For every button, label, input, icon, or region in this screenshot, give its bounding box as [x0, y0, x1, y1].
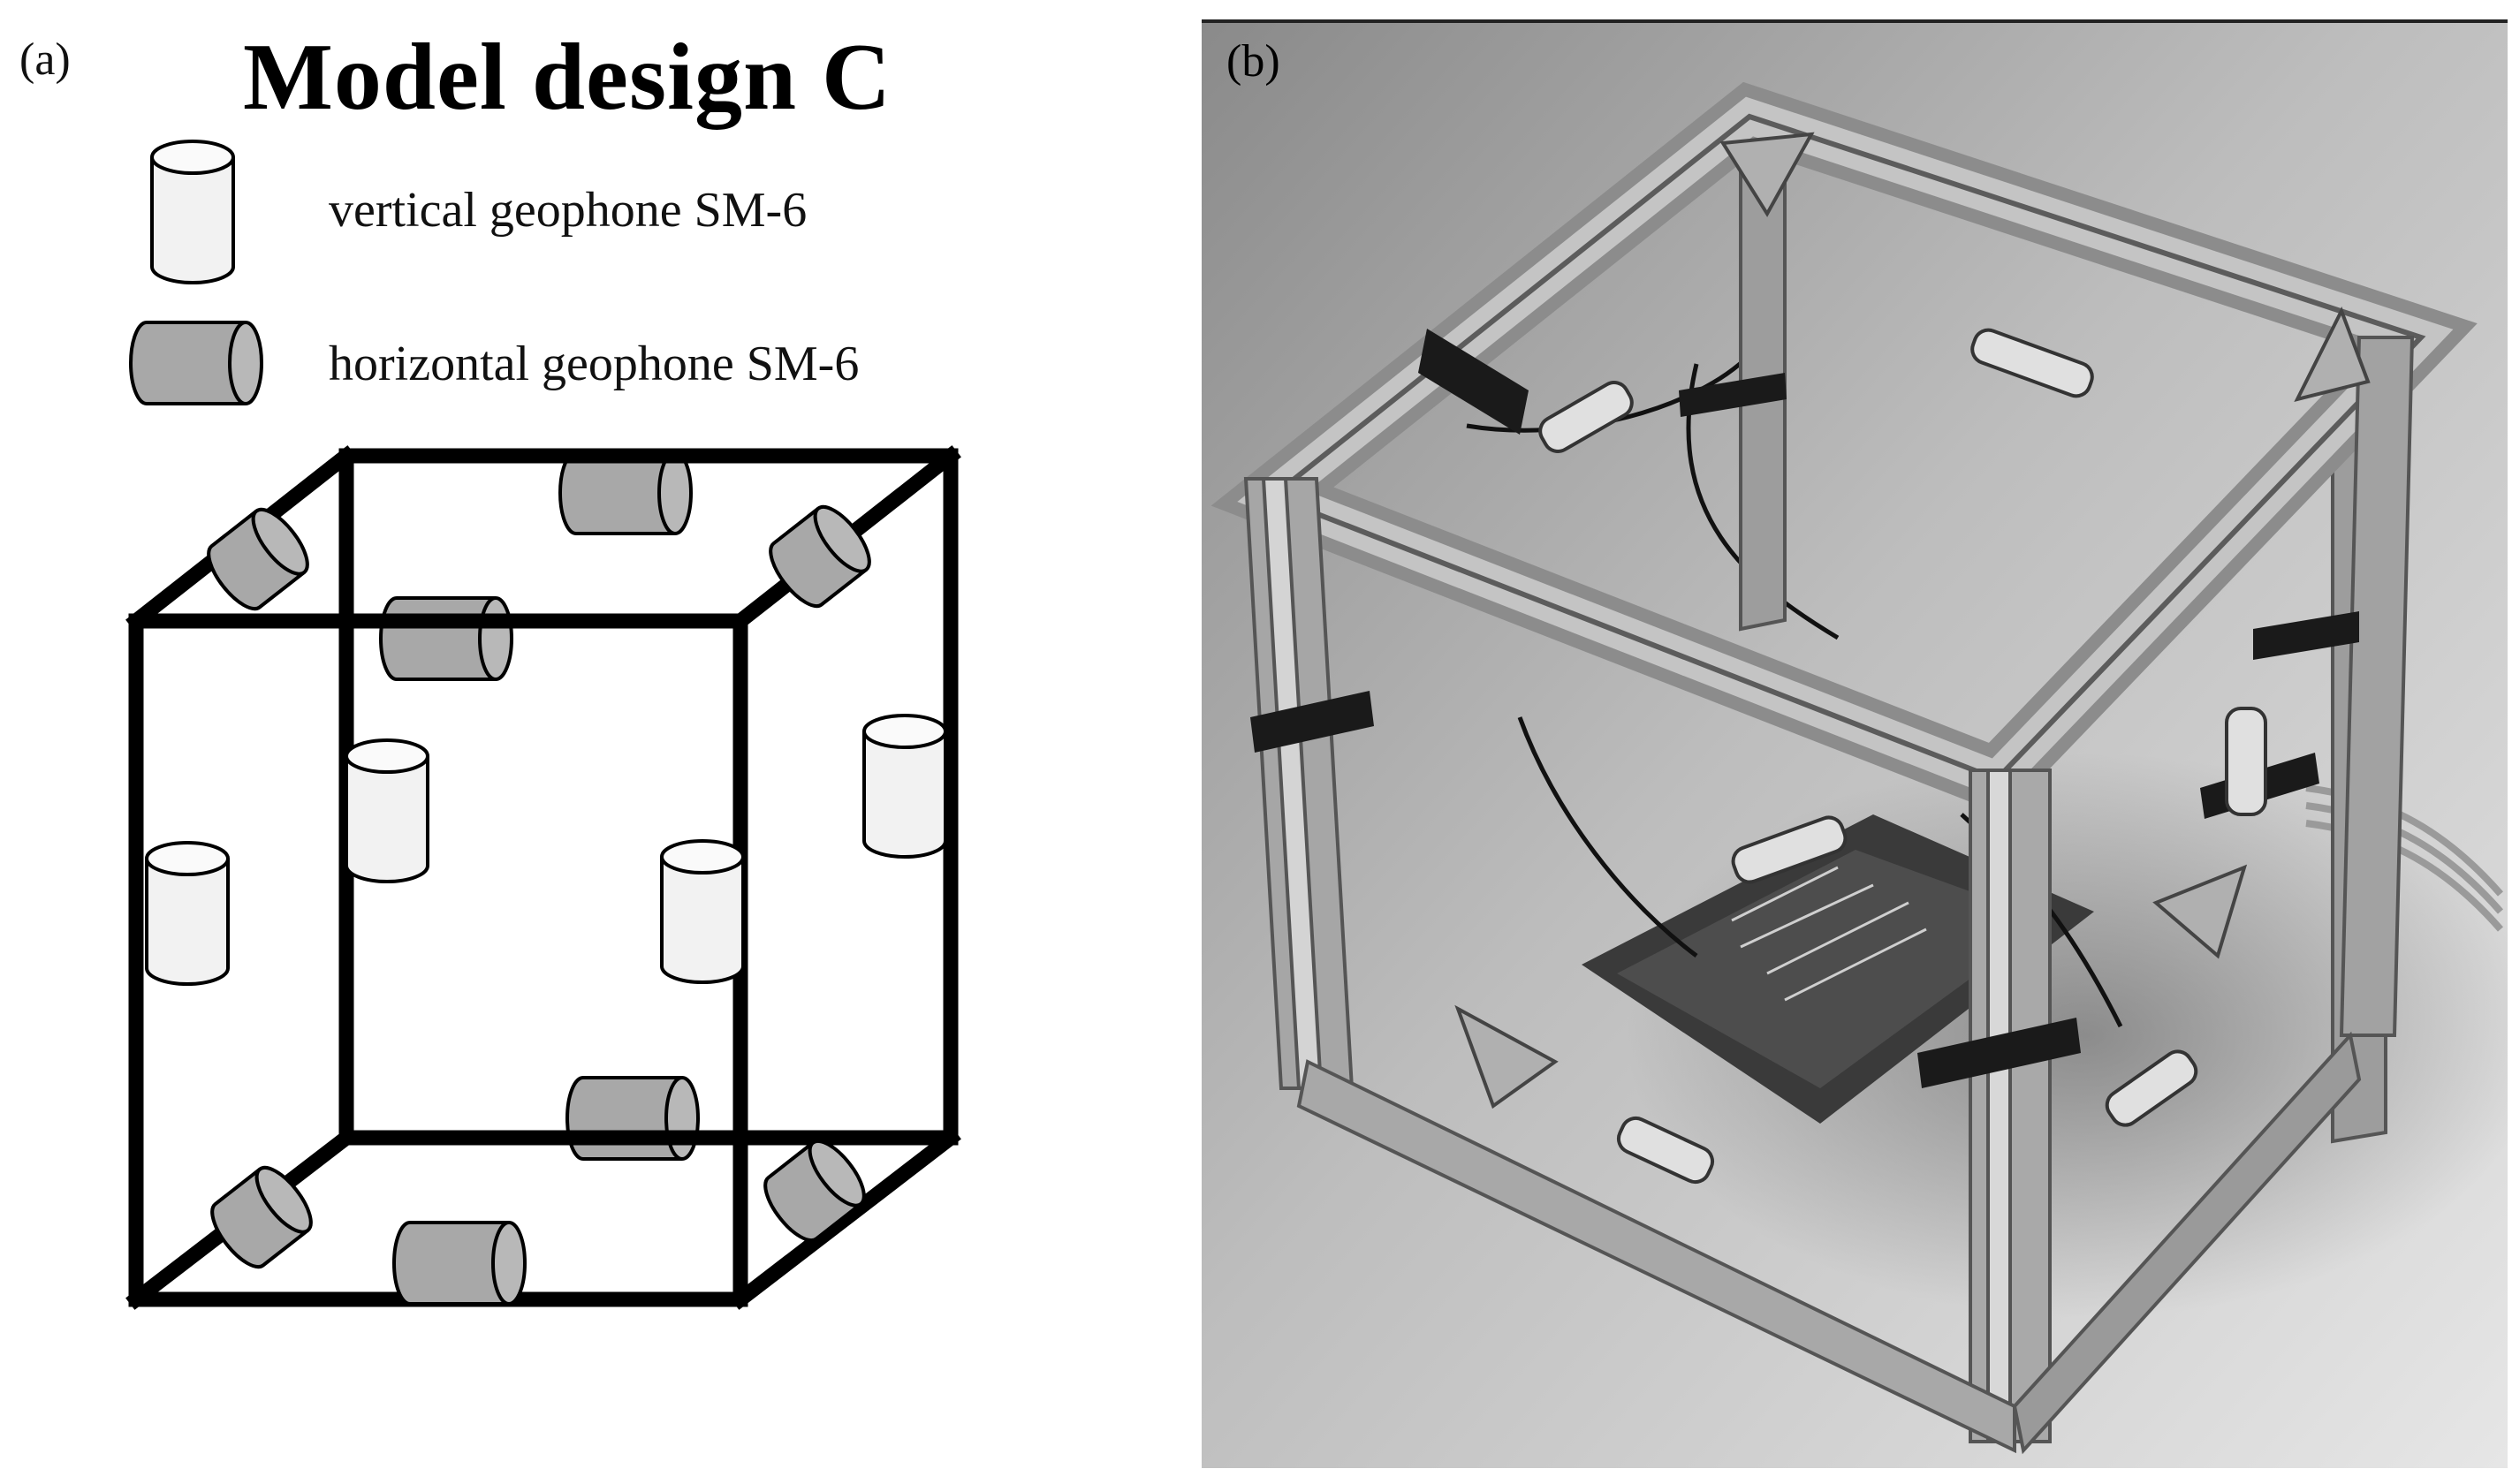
geophone-horizontal-top-back: [558, 450, 693, 535]
geophone-horizontal-bottom-front: [392, 1221, 527, 1306]
panel-b-label: (b): [1226, 36, 1280, 87]
fastening-straps: [1250, 329, 2359, 1088]
model-photograph: [1202, 19, 2508, 1468]
geophone-vertical-right: [862, 714, 947, 859]
geophone-vertical-front-right: [660, 839, 745, 984]
geophone-vertical-back: [345, 738, 429, 883]
legend-horizontal-text: horizontal geophone SM-6: [329, 337, 860, 391]
diagram-title: Model design C: [243, 25, 892, 130]
panel-a-label: (a): [19, 34, 71, 85]
geophone-diagonal-top-left: [197, 499, 319, 619]
aluminium-frame-bottom: [1296, 1031, 2362, 1455]
legend-horizontal-geophone-icon: [129, 321, 263, 405]
geophone-diagonal-bottom-right: [754, 1131, 876, 1251]
photo-geophones: [1538, 328, 2267, 1185]
electronics-board: [1582, 814, 2094, 1124]
aluminium-frame-top: [1210, 81, 2478, 816]
geophone-horizontal-bottom-back: [565, 1076, 700, 1161]
aluminium-frame-posts: [1243, 336, 2415, 1443]
legend-vertical-geophone-icon: [150, 140, 235, 284]
cube-diagram: [125, 140, 961, 1310]
geophone-vertical-left: [145, 841, 230, 986]
corner-brackets: [1454, 132, 2371, 1109]
legend-vertical-text: vertical geophone SM-6: [329, 183, 808, 238]
geophone-horizontal-top-front: [379, 596, 513, 681]
